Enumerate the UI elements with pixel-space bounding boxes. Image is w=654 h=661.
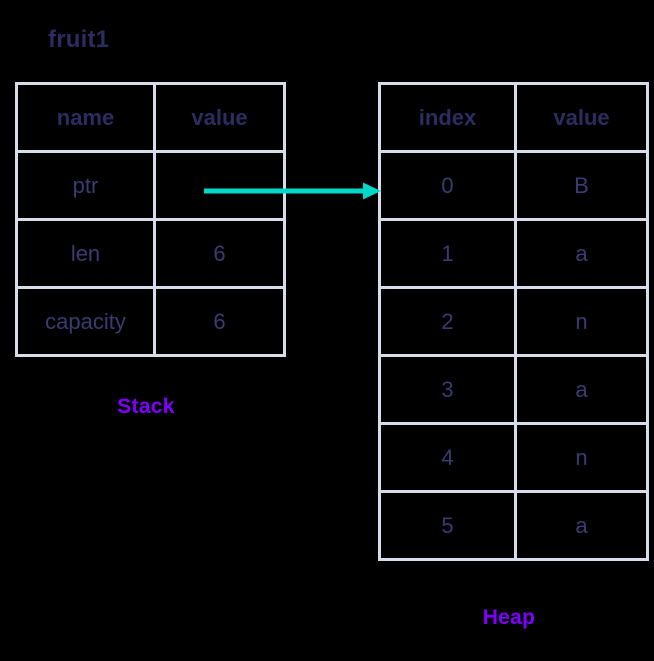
heap-region-label: Heap xyxy=(482,606,536,629)
stack-region-label: Stack xyxy=(117,395,175,418)
stack-table: name value ptr len 6 capacity 6 xyxy=(15,82,286,357)
stack-row-capacity-value: 6 xyxy=(153,286,286,357)
table-row: capacity 6 xyxy=(15,286,286,357)
heap-row-1-index: 1 xyxy=(378,218,517,289)
stack-row-len-name: len xyxy=(15,218,156,289)
pointer-arrow xyxy=(204,182,381,200)
table-row: 1 a xyxy=(378,218,649,289)
arrow-head-icon xyxy=(363,182,381,200)
table-row: ptr xyxy=(15,150,286,221)
heap-row-3-index: 3 xyxy=(378,354,517,425)
stack-row-ptr-name: ptr xyxy=(15,150,156,221)
heap-header-value: value xyxy=(514,82,649,153)
heap-row-0-value: B xyxy=(514,150,649,221)
stack-row-capacity-name: capacity xyxy=(15,286,156,357)
table-row: 4 n xyxy=(378,422,649,493)
table-row: 0 B xyxy=(378,150,649,221)
stack-row-len-value: 6 xyxy=(153,218,286,289)
table-row: index value xyxy=(378,82,649,153)
heap-table: index value 0 B 1 a 2 n 3 a 4 n xyxy=(378,82,649,561)
heap-row-2-index: 2 xyxy=(378,286,517,357)
table-row: 2 n xyxy=(378,286,649,357)
heap-row-5-value: a xyxy=(514,490,649,561)
table-row: 5 a xyxy=(378,490,649,561)
heap-row-5-index: 5 xyxy=(378,490,517,561)
heap-row-2-value: n xyxy=(514,286,649,357)
heap-row-3-value: a xyxy=(514,354,649,425)
heap-row-1-value: a xyxy=(514,218,649,289)
table-row: 3 a xyxy=(378,354,649,425)
heap-row-4-index: 4 xyxy=(378,422,517,493)
heap-row-0-index: 0 xyxy=(378,150,517,221)
heap-header-index: index xyxy=(378,82,517,153)
stack-header-value: value xyxy=(153,82,286,153)
heap-row-4-value: n xyxy=(514,422,649,493)
variable-name-label: fruit1 xyxy=(48,26,110,53)
table-row: len 6 xyxy=(15,218,286,289)
table-row: name value xyxy=(15,82,286,153)
stack-header-name: name xyxy=(15,82,156,153)
stack-row-ptr-value xyxy=(153,150,286,221)
